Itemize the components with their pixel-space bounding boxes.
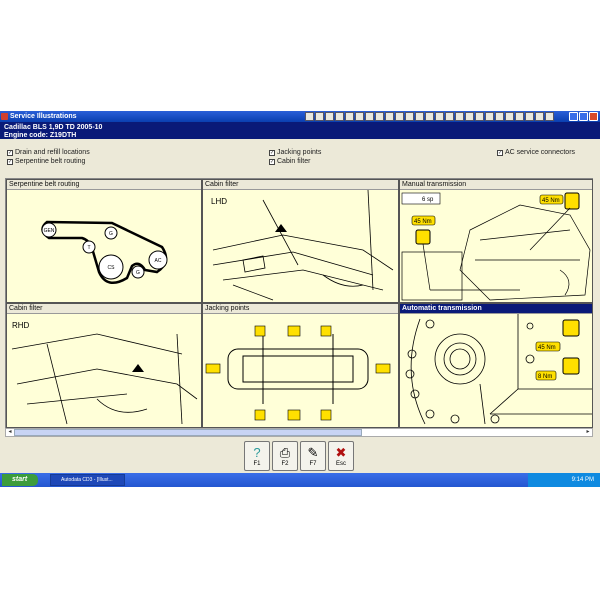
level-plug-icon [562,357,580,375]
close-button[interactable] [589,112,598,121]
taskbar: start Autodata CD3 - [Illust... 9:14 PM [0,473,600,487]
checkbox[interactable]: ✓ [497,149,503,156]
checkbox[interactable]: ✓ [7,149,13,156]
system-tray: 9:14 PM [528,473,600,487]
help-icon: ? [253,445,261,460]
app-icon [1,113,8,120]
toolbar-button[interactable] [385,112,394,121]
f7-tools-button[interactable]: ✎F7 [300,441,326,471]
clock: 9:14 PM [571,477,594,483]
toolbar-button[interactable] [395,112,404,121]
minimize-button[interactable] [569,112,578,121]
check-cabin-filter[interactable]: ✓Cabin filter [269,158,311,165]
service-illustrations-window: Service Illustrations Cadillac BLS 1,9D … [0,111,600,473]
horizontal-scrollbar[interactable]: ◂ ▸ [5,428,593,437]
vehicle-name: Cadillac BLS 1,9D TD 2005-10 [4,124,103,131]
window-title: Service Illustrations [10,113,77,120]
taskbar-item-autodata[interactable]: Autodata CD3 - [Illust... [50,474,125,486]
panel-manual-transmission[interactable]: Manual transmission 6 sp 45 Nm 45 Nm [399,179,593,303]
oil-drop-icon [564,192,580,210]
toolbar-button[interactable] [445,112,454,121]
toolbar-button[interactable] [315,112,324,121]
panel-jacking-points[interactable]: Jacking points [202,303,399,428]
toolbar-button[interactable] [485,112,494,121]
torque-tag: 8 Nm [538,374,552,380]
checkbox[interactable]: ✓ [269,149,275,156]
checkbox[interactable]: ✓ [269,158,275,165]
toolbar-button[interactable] [345,112,354,121]
toolbar-button[interactable] [305,112,314,121]
toolbar-button[interactable] [325,112,334,121]
f1-help-button[interactable]: ?F1 [244,441,270,471]
drain-plug-icon [415,229,431,245]
engine-code: Engine code: Z19DTH [4,132,77,139]
restore-button[interactable] [579,112,588,121]
panel-serpentine-belt[interactable]: Serpentine belt routing GEN G T CS G AC [6,179,202,303]
check-serpentine-belt[interactable]: ✓Serpentine belt routing [7,158,86,165]
belt-routing-diagram: GEN G T CS G AC [41,220,168,285]
toolbar-button[interactable] [465,112,474,121]
toolbar-button[interactable] [505,112,514,121]
checkbox[interactable]: ✓ [7,158,13,165]
toolbar-button[interactable] [525,112,534,121]
pulley-label: T [87,245,90,251]
panel-title: Cabin filter [203,180,398,190]
vehicle-header: Cadillac BLS 1,9D TD 2005-10 Engine code… [0,122,600,139]
cabin-filter-illustration: RHD [11,321,198,425]
toolbar-button[interactable] [495,112,504,121]
toolbar-button[interactable] [405,112,414,121]
panel-title: Serpentine belt routing [7,180,201,190]
torque-tag: 45 Nm [414,219,432,225]
toolbar-button[interactable] [455,112,464,121]
toolbar [305,112,554,121]
toolbar-button[interactable] [365,112,374,121]
toolbar-button[interactable] [475,112,484,121]
scroll-right-arrow[interactable]: ▸ [586,429,590,435]
toolbar-button[interactable] [425,112,434,121]
panel-cabin-filter-lhd[interactable]: Cabin filter LHD [202,179,399,303]
check-ac-service[interactable]: ✓AC service connectors [497,149,576,156]
cabin-filter-illustration: LHD [211,190,394,301]
start-button[interactable]: start [2,474,38,486]
side-label: LHD [211,197,227,206]
f2-print-button[interactable]: ⎙F2 [272,441,298,471]
close-icon: ✖ [335,445,347,460]
pulley-label: GEN [44,228,55,234]
torque-tag: 45 Nm [542,198,560,204]
scroll-left-arrow[interactable]: ◂ [8,429,12,435]
panel-automatic-transmission[interactable]: Automatic transmission 45 Nm 8 Nm [399,303,593,428]
manual-transmission-illustration: 6 sp 45 Nm 45 Nm [401,192,591,301]
side-label: RHD [12,321,30,330]
pulley-label: CS [108,265,116,271]
toolbar-button[interactable] [375,112,384,121]
pulley-label: AC [155,258,162,264]
panel-cabin-filter-rhd[interactable]: Cabin filter RHD [6,303,202,428]
toolbar-button[interactable] [545,112,554,121]
panel-title: Jacking points [203,304,398,314]
panel-title: Automatic transmission [400,304,592,314]
tools-icon: ✎ [307,445,319,460]
toolbar-button[interactable] [355,112,364,121]
title-bar: Service Illustrations [0,111,600,122]
toolbar-button[interactable] [515,112,524,121]
jacking-points-diagram [205,325,391,421]
scrollbar-thumb[interactable] [14,429,362,436]
check-jacking-points[interactable]: ✓Jacking points [269,149,322,156]
toolbar-button[interactable] [415,112,424,121]
illustrations-grid: Serpentine belt routing GEN G T CS G AC … [5,178,593,428]
print-icon: ⎙ [279,445,291,460]
pulley-label: G [136,270,140,276]
automatic-transmission-illustration: 45 Nm 8 Nm [405,314,592,425]
torque-tag: 45 Nm [538,345,556,351]
fill-plug-icon [562,319,580,337]
toolbar-button[interactable] [535,112,544,121]
esc-close-button[interactable]: ✖Esc [328,441,354,471]
panel-title: Cabin filter [7,304,201,314]
toolbar-button[interactable] [435,112,444,121]
panel-title: Manual transmission [400,180,592,190]
gears-label: 6 sp [422,197,434,203]
check-drain-refill[interactable]: ✓Drain and refill locations [7,149,90,156]
toolbar-button[interactable] [335,112,344,121]
pulley-label: G [109,231,113,237]
